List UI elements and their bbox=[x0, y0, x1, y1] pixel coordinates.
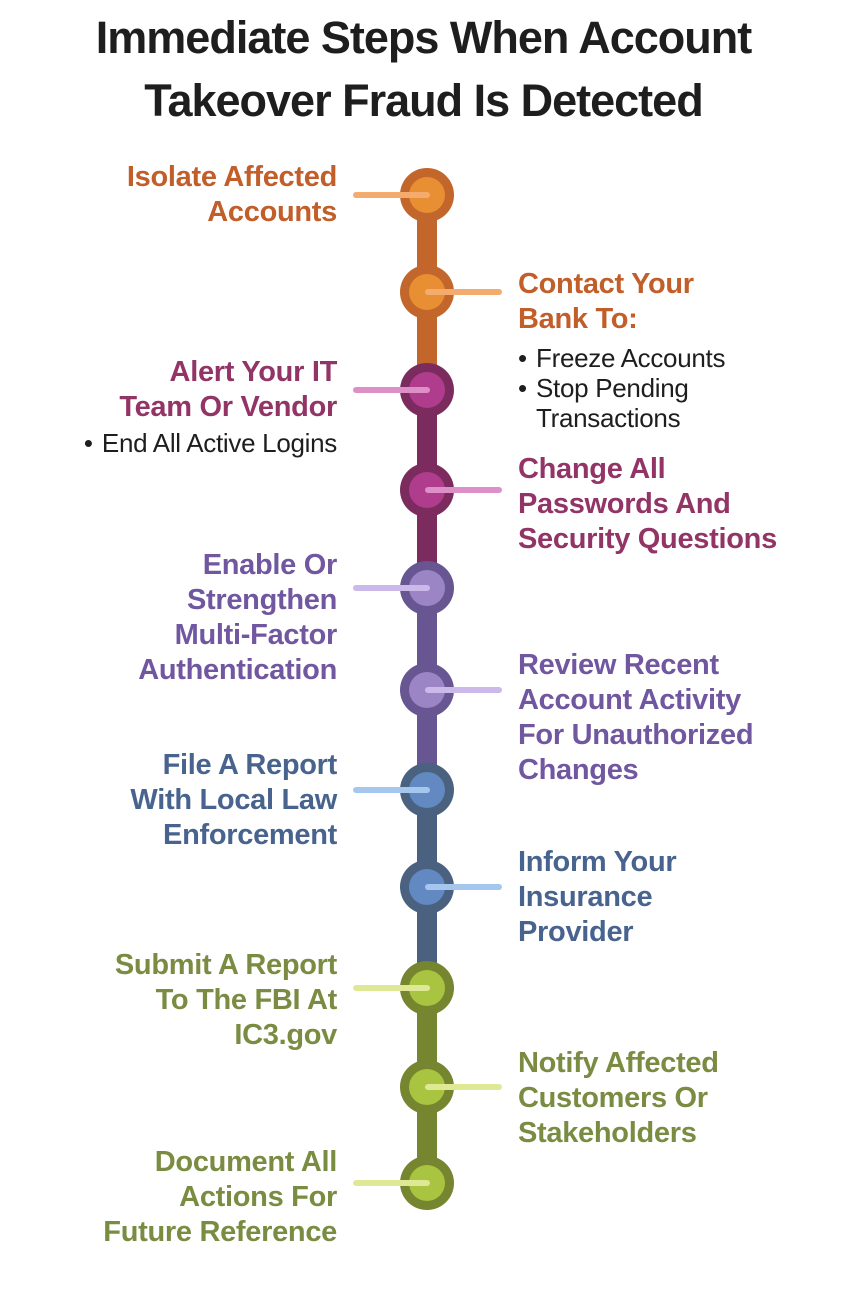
step-inform-insurance: Inform Your Insurance Provider bbox=[518, 845, 677, 950]
connector-line-10 bbox=[425, 1084, 502, 1090]
step-heading: File A Report With Local Law Enforcement bbox=[130, 749, 337, 851]
connector-line-9 bbox=[353, 985, 430, 991]
step-heading: Change All Passwords And Security Questi… bbox=[518, 453, 777, 555]
connector-line-4 bbox=[425, 487, 502, 493]
bullet-item: • Stop Pending Transactions bbox=[518, 373, 725, 433]
step-notify-customers: Notify Affected Customers Or Stakeholder… bbox=[518, 1046, 719, 1151]
step-heading: Review Recent Account Activity For Unaut… bbox=[518, 649, 754, 786]
step-document-actions: Document All Actions For Future Referenc… bbox=[103, 1145, 337, 1250]
bullet-text: Freeze Accounts bbox=[536, 343, 726, 373]
step-report-fbi-ic3: Submit A Report To The FBI At IC3.gov bbox=[115, 948, 337, 1053]
step-contact-your-bank: Contact Your Bank To: • Freeze Accounts … bbox=[518, 267, 725, 433]
step-heading: Notify Affected Customers Or Stakeholder… bbox=[518, 1047, 719, 1149]
step-isolate-affected-accounts: Isolate Affected Accounts bbox=[127, 160, 337, 230]
step-heading: Submit A Report To The FBI At IC3.gov bbox=[114, 949, 337, 1051]
step-heading: Isolate Affected Accounts bbox=[126, 161, 337, 228]
connector-line-1 bbox=[353, 192, 430, 198]
step-heading: Alert Your IT Team Or Vendor bbox=[119, 356, 337, 423]
connector-line-5 bbox=[353, 585, 430, 591]
step-enable-mfa: Enable Or Strengthen Multi-Factor Authen… bbox=[138, 548, 337, 688]
connector-line-6 bbox=[425, 687, 502, 693]
connector-line-8 bbox=[425, 884, 502, 890]
step-heading: Inform Your Insurance Provider bbox=[518, 846, 677, 948]
step-heading: Contact Your Bank To: bbox=[518, 268, 694, 335]
bullet-icon: • bbox=[518, 343, 527, 373]
step-heading: Enable Or Strengthen Multi-Factor Authen… bbox=[138, 549, 337, 686]
connector-line-7 bbox=[353, 787, 430, 793]
step-bullets: • Freeze Accounts • Stop Pending Transac… bbox=[518, 343, 725, 433]
step-file-police-report: File A Report With Local Law Enforcement bbox=[130, 748, 337, 853]
bullet-text: End All Active Logins bbox=[101, 428, 337, 458]
connector-line-2 bbox=[425, 289, 502, 295]
step-alert-it-team: Alert Your IT Team Or Vendor • End All A… bbox=[84, 355, 337, 458]
bullet-text: Stop Pending Transactions bbox=[536, 373, 689, 433]
bullet-item: • End All Active Logins bbox=[84, 428, 337, 458]
page-title: Immediate Steps When Account Takeover Fr… bbox=[95, 12, 752, 126]
bullet-icon: • bbox=[83, 428, 93, 458]
connector-line-3 bbox=[353, 387, 430, 393]
connector-line-11 bbox=[353, 1180, 430, 1186]
step-change-passwords: Change All Passwords And Security Questi… bbox=[518, 452, 777, 557]
bullet-item: • Freeze Accounts bbox=[518, 343, 725, 373]
step-heading: Document All Actions For Future Referenc… bbox=[103, 1146, 337, 1248]
step-bullets: • End All Active Logins bbox=[84, 428, 337, 458]
bullet-icon: • bbox=[518, 373, 527, 403]
step-review-account-activity: Review Recent Account Activity For Unaut… bbox=[518, 648, 754, 788]
